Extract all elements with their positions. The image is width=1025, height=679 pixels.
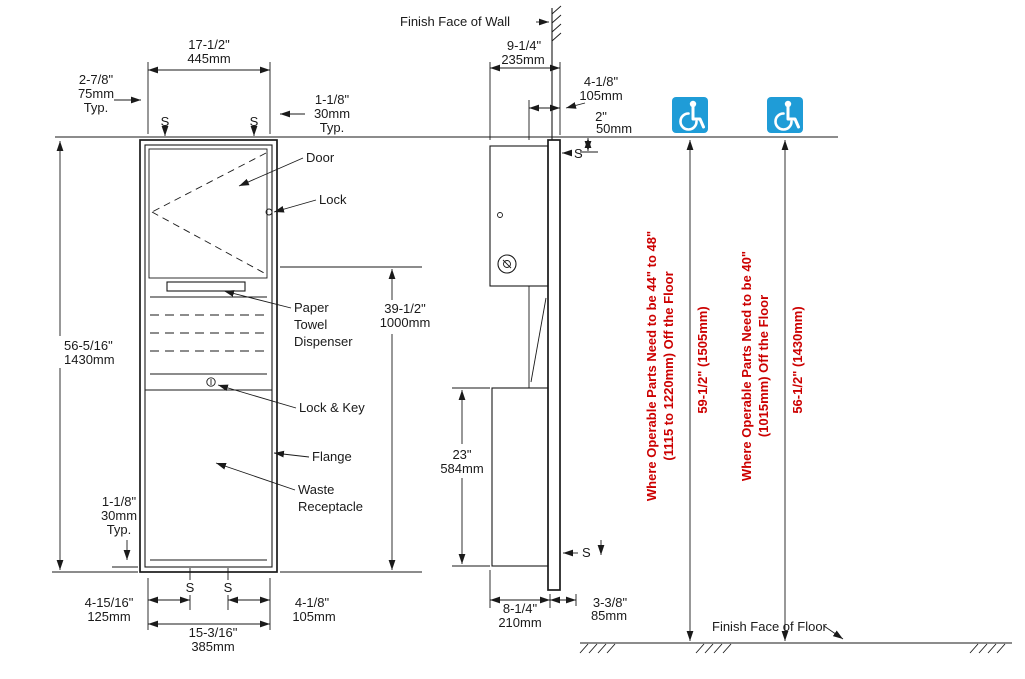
note2-line2: (1015mm) Off the Floor bbox=[756, 295, 771, 437]
note1-dimension: 59-1/2" (1505mm) bbox=[695, 306, 710, 413]
stud-marker: S bbox=[186, 580, 195, 595]
flange-outline bbox=[139, 139, 278, 573]
dim-rough-width-mm: 385mm bbox=[191, 639, 234, 654]
dim-rough-left-mm: 125mm bbox=[87, 609, 130, 624]
stud-marker: S bbox=[224, 580, 233, 595]
dim-right-offset-in: 1-1/8" bbox=[315, 92, 350, 107]
accessibility-icon bbox=[672, 97, 708, 133]
dim-top-clearance-in: 2" bbox=[595, 109, 607, 124]
label-lock: Lock bbox=[319, 192, 347, 207]
dim-left-offset-typ: Typ. bbox=[84, 100, 109, 115]
keyhole-slit bbox=[502, 259, 512, 269]
dim-lower-depth-in: 8-1/4" bbox=[503, 601, 538, 616]
label-finish-face-of-wall: Finish Face of Wall bbox=[400, 14, 510, 29]
accessibility-icon bbox=[767, 97, 803, 133]
lock-cylinder-outer bbox=[497, 254, 517, 274]
dim-upper-depth-mm: 105mm bbox=[579, 88, 622, 103]
dim-receptacle-in: 23" bbox=[452, 447, 471, 462]
mounting-annotations: Finish Face of Floor Where Operable Part… bbox=[55, 97, 1012, 654]
front-unit-outline bbox=[139, 139, 278, 580]
dim-left-offset-in: 2-7/8" bbox=[79, 72, 114, 87]
lock-dot bbox=[497, 212, 503, 218]
label-finish-face-of-floor: Finish Face of Floor bbox=[712, 619, 828, 634]
dim-height-mm: 1430mm bbox=[64, 352, 115, 367]
label-flange: Flange bbox=[312, 449, 352, 464]
dim-top-clearance-mm: 50mm bbox=[596, 121, 632, 136]
dim-upper-depth-in: 4-1/8" bbox=[584, 74, 619, 89]
dim-rough-width-in: 15-3/16" bbox=[189, 625, 238, 640]
side-view: Finish Face of Wall 9-1/4" 235mm 4-1/8" … bbox=[400, 5, 632, 630]
stud-marker: S bbox=[250, 114, 259, 129]
note2-line1: Where Operable Parts Need to be 40" bbox=[739, 251, 754, 481]
door-swing-dashed-line bbox=[151, 152, 267, 213]
lower-recess-box bbox=[491, 387, 549, 567]
dim-width-in: 17-1/2" bbox=[188, 37, 230, 52]
dim-depth-mm: 235mm bbox=[501, 52, 544, 67]
label-paper-3: Dispenser bbox=[294, 334, 353, 349]
dim-left-offset-mm: 75mm bbox=[78, 86, 114, 101]
towel-slot bbox=[166, 281, 246, 292]
dim-depth-in: 9-1/4" bbox=[507, 38, 542, 53]
dim-right-offset-typ: Typ. bbox=[320, 120, 345, 135]
front-dimension-lines bbox=[52, 62, 422, 630]
front-plate-profile bbox=[547, 139, 561, 591]
note1-line2: (1115 to 1220mm) Off the Floor bbox=[661, 271, 676, 460]
dim-lower-depth-mm: 210mm bbox=[498, 615, 541, 630]
label-paper-1: Paper bbox=[294, 300, 329, 315]
dim-operable-in: 39-1/2" bbox=[384, 301, 426, 316]
upper-recess-box bbox=[489, 145, 549, 287]
towel-chute-line bbox=[530, 297, 547, 383]
side-unit-outline bbox=[489, 5, 562, 591]
dim-right-offset-mm: 30mm bbox=[314, 106, 350, 121]
label-paper-2: Towel bbox=[294, 317, 327, 332]
dim-rough-left-in: 4-15/16" bbox=[85, 595, 134, 610]
dim-operable-mm: 1000mm bbox=[380, 315, 431, 330]
label-waste-2: Receptacle bbox=[298, 499, 363, 514]
note2-dimension: 56-1/2" (1430mm) bbox=[790, 306, 805, 413]
side-dimension-lines bbox=[452, 18, 605, 608]
dim-projection-mm: 85mm bbox=[591, 608, 627, 623]
panel-outline bbox=[144, 144, 273, 568]
door-panel bbox=[148, 148, 268, 279]
door-swing-dashed-line bbox=[151, 211, 267, 275]
label-lock-key: Lock & Key bbox=[299, 400, 365, 415]
front-view: 17-1/2" 445mm 2-7/8" 75mm Typ. 1-1/8" 30… bbox=[52, 37, 430, 654]
dim-rough-right-mm: 105mm bbox=[292, 609, 335, 624]
lock-and-key-cylinder bbox=[206, 377, 216, 387]
floor-hatch bbox=[579, 643, 1006, 654]
lock-cylinder-inner bbox=[503, 260, 511, 268]
label-door: Door bbox=[306, 150, 335, 165]
dim-receptacle-mm: 584mm bbox=[440, 461, 483, 476]
dim-bottom-margin-in: 1-1/8" bbox=[102, 494, 137, 509]
label-waste-1: Waste bbox=[298, 482, 334, 497]
dim-rough-right-in: 4-1/8" bbox=[295, 595, 330, 610]
dim-projection-in: 3-3/8" bbox=[593, 595, 628, 610]
dim-bottom-margin-typ: Typ. bbox=[107, 522, 132, 537]
stud-marker: S bbox=[574, 146, 583, 161]
dim-height-in: 56-5/16" bbox=[64, 338, 113, 353]
stud-marker: S bbox=[161, 114, 170, 129]
note1-line1: Where Operable Parts Need to be 44" to 4… bbox=[644, 231, 659, 501]
door-lock bbox=[265, 208, 273, 216]
stud-marker: S bbox=[582, 545, 591, 560]
dim-width-mm: 445mm bbox=[187, 51, 230, 66]
dim-bottom-margin-mm: 30mm bbox=[101, 508, 137, 523]
